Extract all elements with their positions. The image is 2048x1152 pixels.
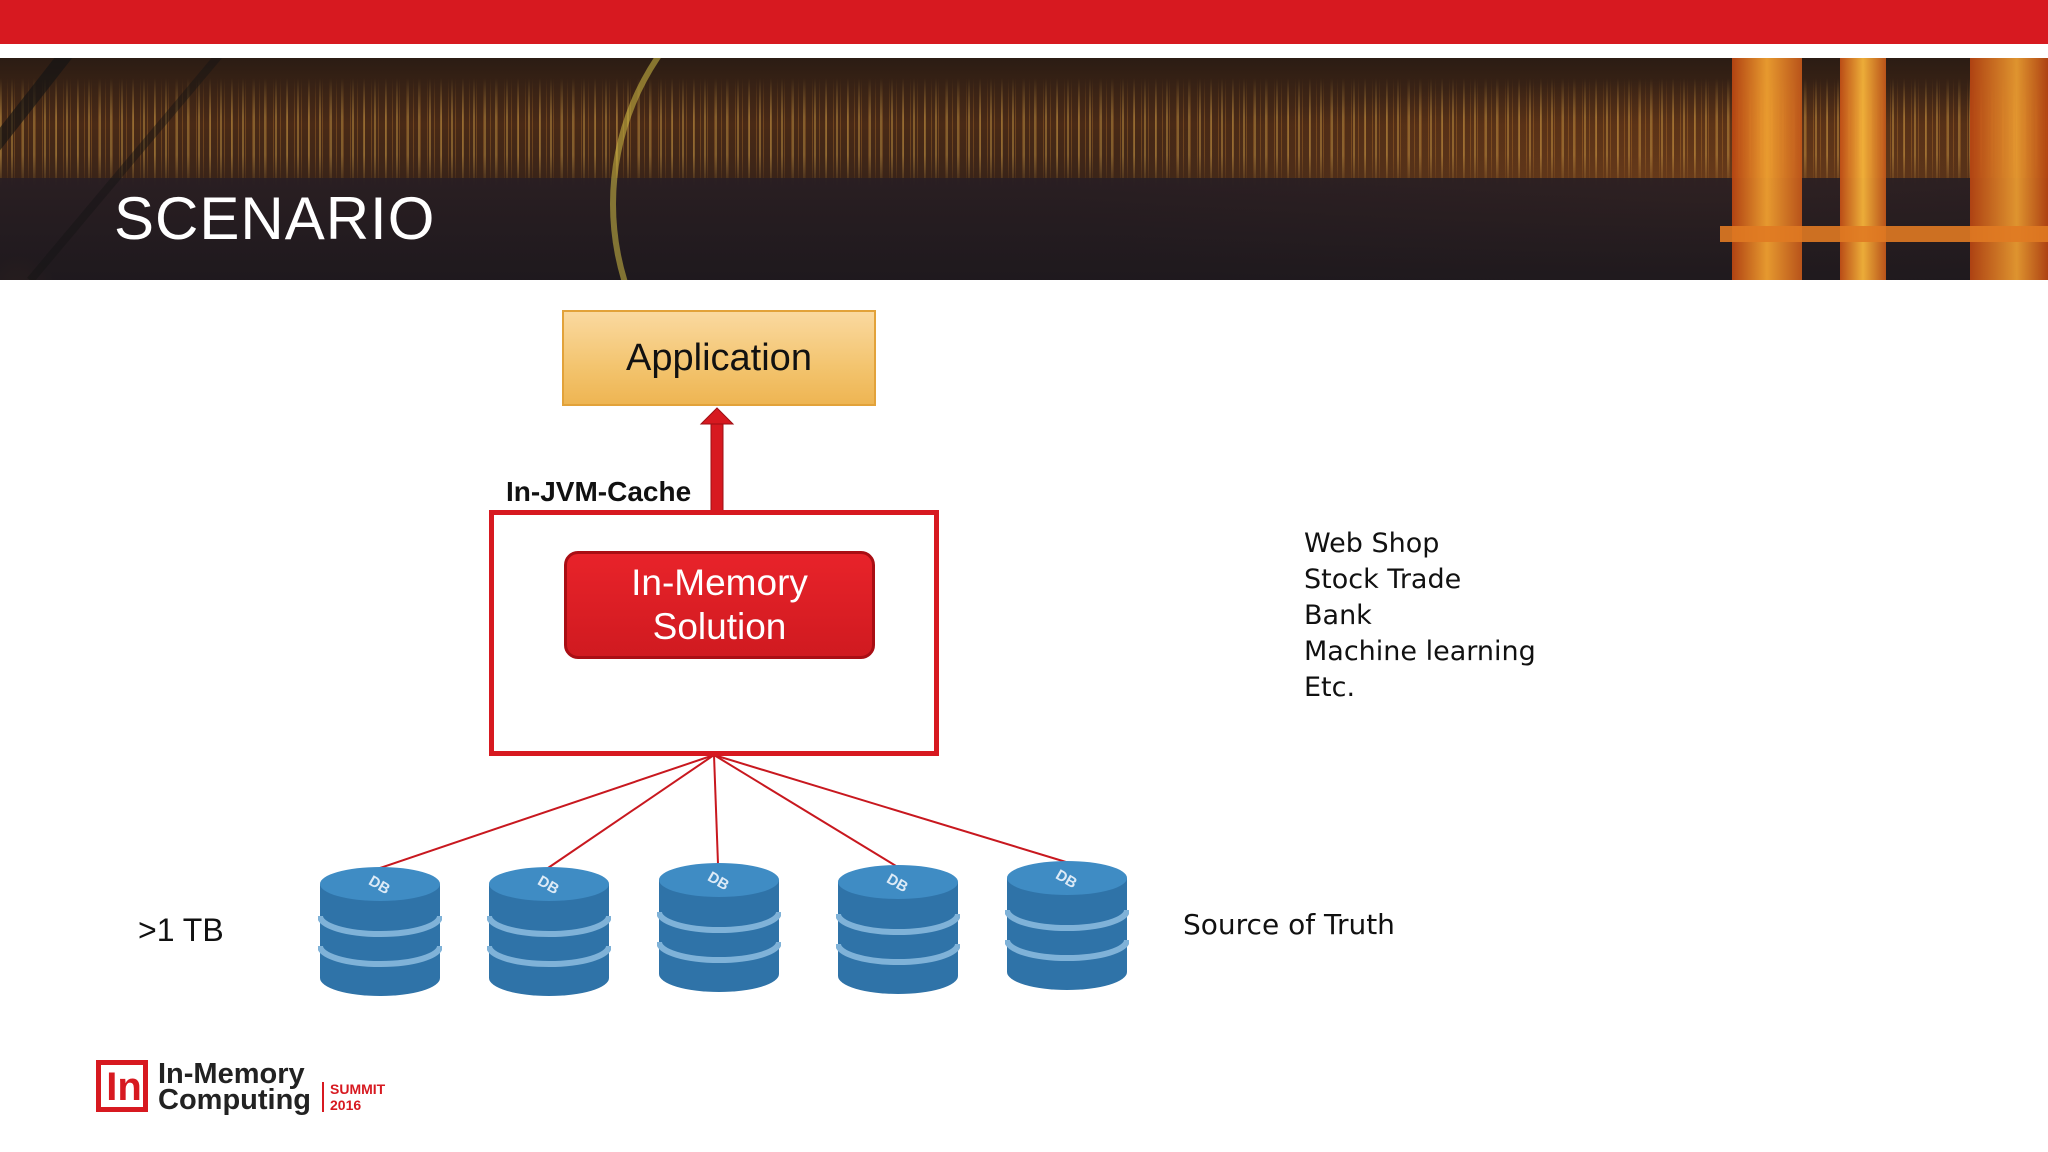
use-case-item: Web Shop	[1304, 528, 1440, 559]
database-icon: DB	[487, 867, 611, 996]
database-icon: DB	[318, 867, 442, 996]
logo-name-line1: In-Memory	[158, 1058, 305, 1090]
logo-mark-icon: In	[96, 1060, 148, 1112]
banner-arc	[610, 58, 1142, 280]
application-label: Application	[626, 336, 812, 379]
top-gap	[0, 44, 2048, 58]
summit-logo: In In-Memory Computing SUMMIT 2016	[96, 1058, 416, 1118]
top-accent-bar	[0, 0, 2048, 44]
bridge-tower	[1732, 58, 1802, 280]
use-case-item: Bank	[1304, 600, 1372, 631]
db-connection-line	[713, 754, 897, 867]
arrow-shaft	[710, 420, 724, 512]
logo-name-line2: Computing	[158, 1084, 312, 1116]
application-box: Application	[562, 310, 876, 406]
in-memory-solution-line1: In-Memory	[631, 562, 808, 603]
db-connection-line	[547, 754, 715, 869]
bridge-beam	[1720, 226, 2048, 242]
use-case-item: Machine learning	[1304, 636, 1536, 667]
in-jvm-cache-label: In-JVM-Cache	[506, 476, 692, 507]
logo-divider	[322, 1082, 324, 1112]
db-connection-line	[379, 754, 715, 869]
use-case-item: Stock Trade	[1304, 564, 1462, 595]
logo-mark-text: In	[106, 1065, 142, 1109]
source-of-truth-label: Source of Truth	[1183, 908, 1395, 941]
db-connection-line	[713, 754, 1067, 863]
data-size-label: >1 TB	[138, 912, 224, 948]
db-connection-line	[713, 754, 719, 865]
slide-title: SCENARIO	[114, 185, 436, 252]
logo-event: SUMMIT	[330, 1081, 386, 1097]
use-case-item: Etc.	[1304, 672, 1356, 703]
bridge-tower	[1970, 58, 2048, 280]
logo-year: 2016	[330, 1097, 362, 1113]
in-memory-solution-box: In-Memory Solution	[564, 551, 875, 659]
database-icon: DB	[657, 863, 781, 992]
bridge-tower	[1840, 58, 1886, 280]
arrow-head	[699, 407, 735, 425]
use-case-list: Web Shop Stock Trade Bank Machine learni…	[1304, 526, 1536, 706]
database-icon: DB	[1005, 861, 1129, 990]
database-icon: DB	[836, 865, 960, 994]
in-memory-solution-line2: Solution	[652, 606, 787, 647]
header-banner-image	[0, 58, 2048, 280]
